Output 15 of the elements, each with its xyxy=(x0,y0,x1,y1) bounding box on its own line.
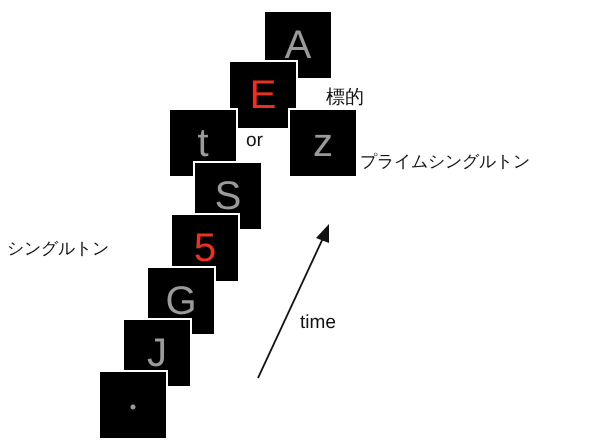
stimulus-letter: t xyxy=(196,120,210,167)
stimulus-frame xyxy=(228,60,298,130)
stimulus-letter: E xyxy=(248,72,278,119)
condition-label: シングルトン xyxy=(7,238,109,260)
stimulus-letter: A xyxy=(284,22,312,69)
condition-label: プライムシングルトン xyxy=(360,151,530,173)
stimulus-letter: J xyxy=(146,330,168,377)
stimulus-letter: z xyxy=(312,120,334,167)
stimulus-letter: 5 xyxy=(192,225,218,272)
stimulus-frame xyxy=(98,370,168,440)
annotation-text: time xyxy=(300,312,336,334)
stimulus-letter: G xyxy=(164,278,198,325)
annotation-text: 標的 xyxy=(326,86,364,110)
stimulus-letter: S xyxy=(214,173,242,220)
annotation-text: or xyxy=(246,130,263,152)
